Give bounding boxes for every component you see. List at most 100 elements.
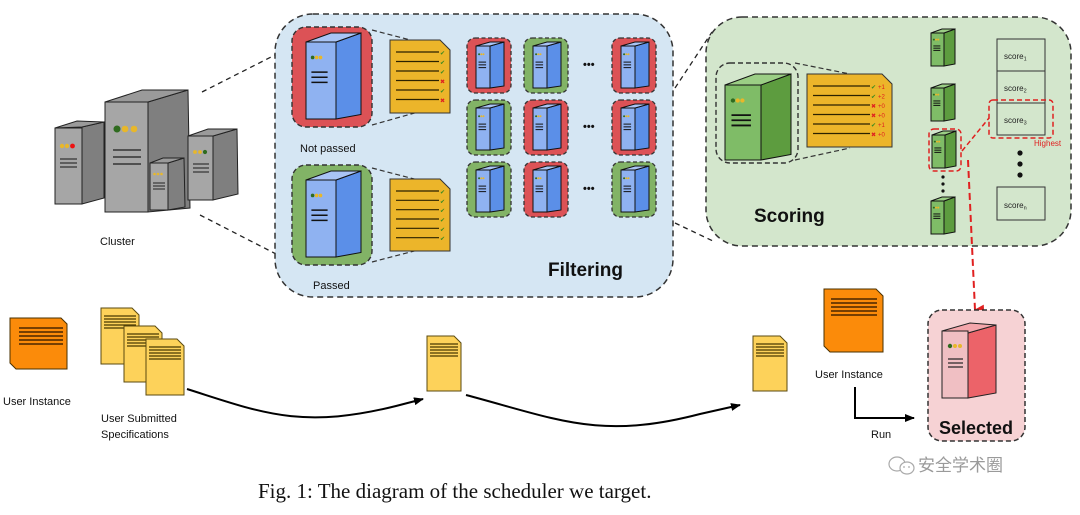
highest-link (961, 117, 990, 152)
flow-arrow-to-filtering (186, 388, 424, 419)
highest-score-highlight (988, 99, 1054, 139)
score-box (996, 102, 1046, 136)
score-label: score3 (1004, 116, 1027, 127)
user-instance-doc-right (823, 288, 884, 353)
blue-server-icon (620, 41, 650, 89)
score-points: +0 (878, 104, 886, 110)
score-points: +0 (878, 133, 886, 139)
cluster-illustration: Cluster (54, 89, 239, 248)
check-icon: ✔ (440, 227, 445, 233)
user-instance-label-right: User Instance (815, 369, 883, 381)
check-icon: ✔ (440, 70, 445, 76)
filter-cell-failed (466, 37, 512, 94)
scoring-title: Scoring (754, 206, 825, 227)
not-passed-server (291, 26, 373, 128)
not-passed-checklist: ✔ ✔ ✔ ✖ ✔ ✖ (389, 39, 451, 114)
filter-cell-failed (523, 161, 569, 218)
score-points: +1 (878, 85, 886, 91)
selected-arrow (967, 159, 985, 315)
check-icon: ✔ (440, 190, 445, 196)
cluster-server-main (104, 89, 191, 213)
server-column-ellipsis (941, 175, 945, 193)
check-icon: ✔ (871, 95, 876, 101)
blue-server-icon (475, 103, 505, 151)
score-box (996, 186, 1046, 221)
filter-cell-passed (611, 161, 657, 218)
score-label: score1 (1004, 52, 1027, 63)
grid-ellipsis: ••• (583, 183, 595, 195)
spec-document-icon (426, 335, 462, 392)
filter-server-grid: ••• ••• ••• (466, 37, 657, 218)
score-label: scoren (1004, 201, 1027, 212)
grid-ellipsis: ••• (583, 121, 595, 133)
filter-cell-failed (611, 37, 657, 94)
cluster-server-small (149, 157, 186, 211)
filtering-title: Filtering (548, 260, 623, 281)
cross-icon: ✖ (440, 98, 445, 105)
cluster-server-right (187, 128, 239, 201)
blue-server-icon (532, 41, 562, 89)
spec-doc-filtering-stage (426, 335, 462, 392)
watermark-text: 安全学术圈 (918, 456, 1003, 476)
score-table: score1 score2 score3 scoren (996, 38, 1046, 221)
small-green-server-icon (931, 130, 957, 169)
run-arrow (854, 387, 915, 422)
check-icon: ✔ (440, 51, 445, 57)
scoring-focus-server (715, 62, 799, 164)
cluster-connector-top (201, 54, 276, 93)
spec-doc-scoring-stage (752, 335, 788, 392)
check-icon: ✔ (440, 237, 445, 243)
score-ellipsis (1017, 150, 1023, 178)
user-specifications-stack (100, 307, 185, 396)
user-instance-label-left: User Instance (3, 396, 71, 408)
small-green-server-icon (930, 83, 956, 122)
flow-arrow-to-scoring (465, 394, 741, 428)
score-points: +1 (878, 123, 886, 129)
blue-server-icon (475, 41, 505, 89)
scoring-checklist: ✔+1✔+2✖+0✖+0✔+1✖+0 (806, 73, 893, 148)
blue-server-icon (620, 103, 650, 151)
blue-server-icon (532, 103, 562, 151)
selected-label: Selected (939, 418, 1013, 438)
blue-server-icon (305, 170, 362, 258)
check-icon: ✔ (440, 89, 445, 95)
cross-icon: ✖ (871, 103, 876, 110)
selected-server (941, 322, 997, 399)
cross-icon: ✖ (440, 79, 445, 86)
blue-server-icon (305, 32, 362, 120)
score-label: score2 (1004, 84, 1027, 95)
not-passed-label: Not passed (300, 143, 356, 155)
user-specs-label-line1: User Submitted (101, 413, 177, 425)
blue-server-icon (532, 165, 562, 213)
user-instance-doc-left (9, 317, 68, 370)
filter-cell-failed (611, 99, 657, 156)
passed-checklist: ✔✔✔✔✔✔ (389, 178, 451, 252)
cluster-server-left (54, 120, 105, 205)
filter-cell-passed (523, 37, 569, 94)
grid-ellipsis: ••• (583, 59, 595, 71)
score-points: +0 (878, 114, 886, 120)
cluster-connector-bottom (199, 214, 279, 256)
figure-caption: Fig. 1: The diagram of the scheduler we … (258, 479, 651, 503)
cross-icon: ✖ (871, 113, 876, 120)
highest-server-highlight (928, 128, 962, 172)
green-server-icon (724, 73, 792, 161)
passed-server (291, 164, 373, 266)
check-icon: ✔ (871, 123, 876, 129)
filter-cell-passed (466, 161, 512, 218)
passed-label: Passed (313, 280, 350, 292)
filter-cell-passed (466, 99, 512, 156)
check-icon: ✔ (440, 61, 445, 67)
check-icon: ✔ (440, 209, 445, 215)
scored-server-list (930, 28, 957, 235)
scoring-connector-top (674, 31, 713, 89)
user-specs-label-line2: Specifications (101, 429, 169, 441)
filter-cell-failed (523, 99, 569, 156)
cross-icon: ✖ (871, 132, 876, 139)
spec-document-icon (145, 338, 185, 396)
small-green-server-icon (930, 28, 956, 67)
wechat-icon (888, 456, 915, 475)
spec-document-icon (752, 335, 788, 392)
score-points: +2 (878, 95, 886, 101)
